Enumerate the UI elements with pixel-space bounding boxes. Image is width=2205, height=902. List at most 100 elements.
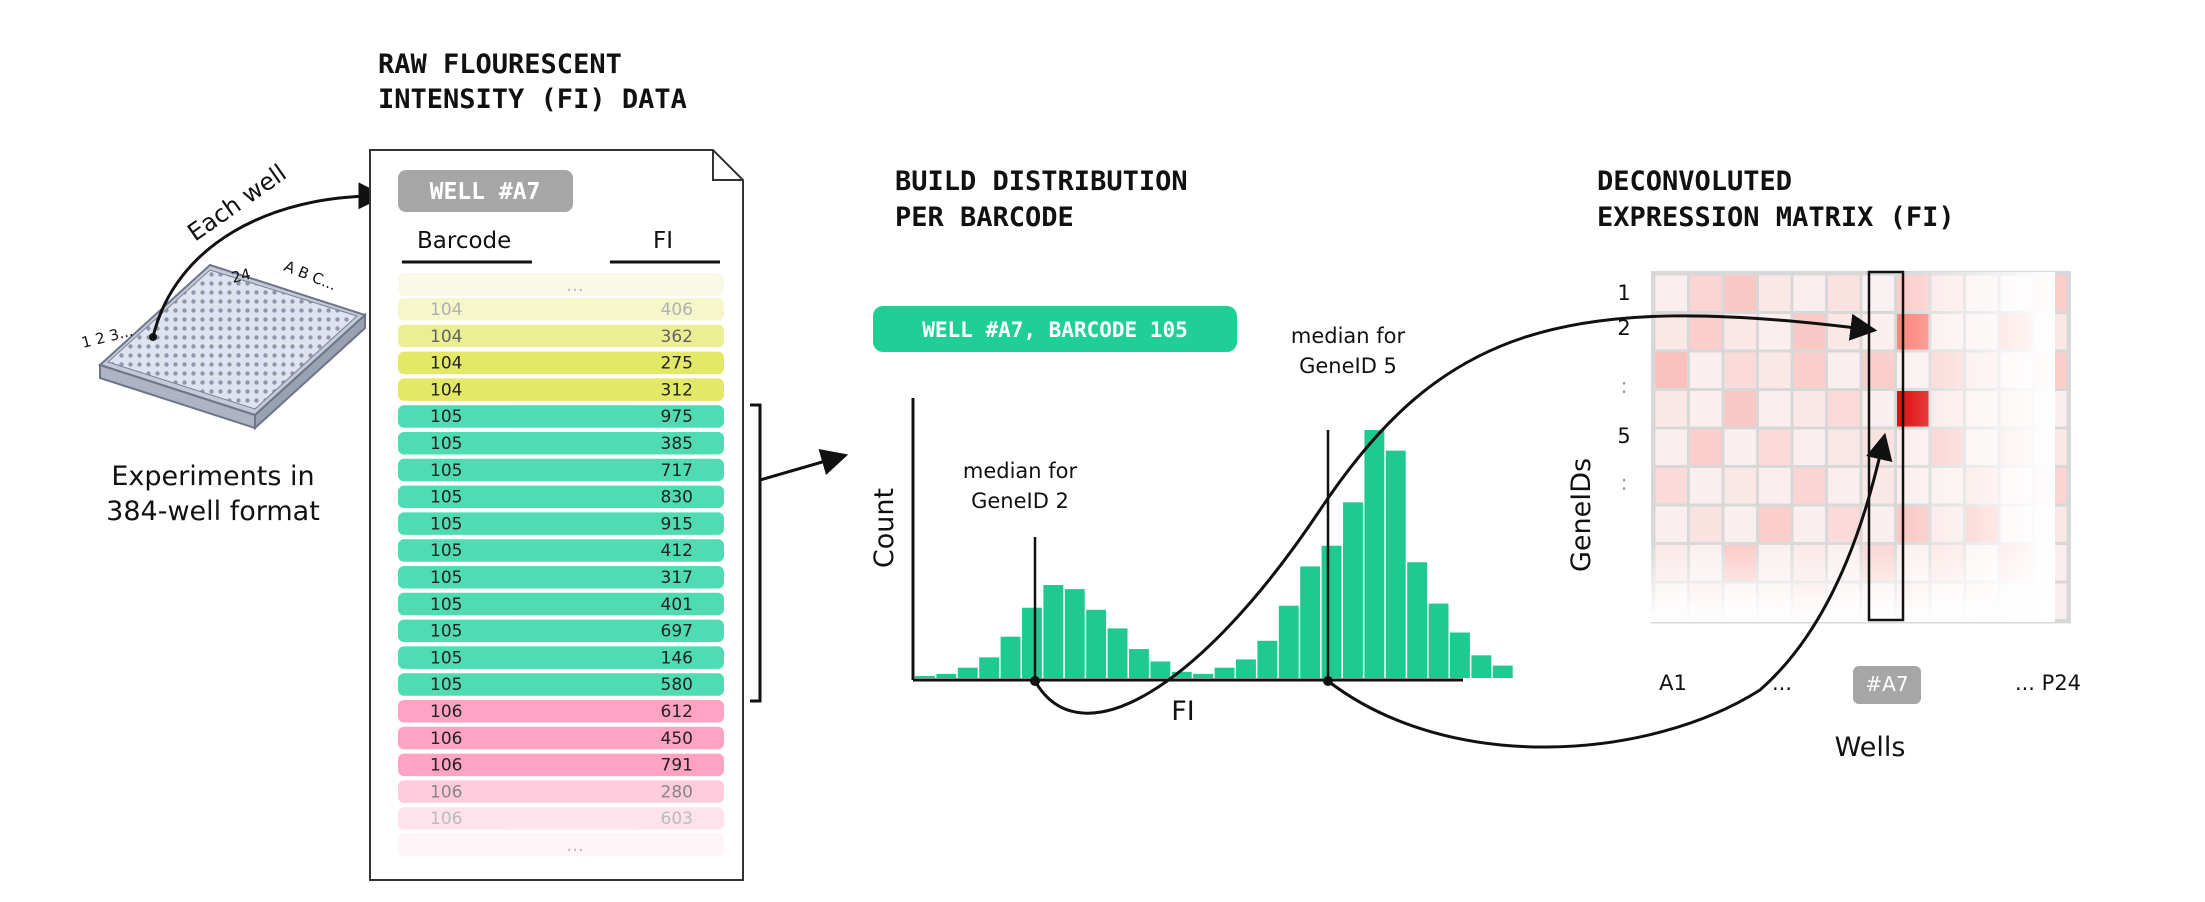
matrix-cell <box>1828 275 1860 311</box>
table-cell-fi: 362 <box>661 327 693 347</box>
table-cell-barcode: 105 <box>430 648 462 668</box>
matrix-cell <box>1828 352 1860 388</box>
title-raw-line2: INTENSITY (FI) DATA <box>378 84 687 115</box>
histogram-y-label: Count <box>869 488 900 568</box>
histogram-bar <box>1407 562 1428 678</box>
matrix-cell <box>1759 275 1791 311</box>
column-header-barcode: Barcode <box>417 228 511 254</box>
table-cell-fi: 975 <box>661 407 693 427</box>
matrix-cell <box>1724 352 1756 388</box>
matrix-cell <box>1862 352 1894 388</box>
table-ellipsis-bottom: ... <box>566 835 583 856</box>
table-row-placeholder-top <box>398 273 724 296</box>
table-cell-barcode: 105 <box>430 461 462 481</box>
title-matrix-line2: EXPRESSION MATRIX (FI) <box>1597 202 1955 233</box>
matrix-cell <box>1690 275 1722 311</box>
table-cell-fi: 717 <box>661 461 693 481</box>
table-cell-barcode: 105 <box>430 407 462 427</box>
table-cell-barcode: 105 <box>430 595 462 615</box>
table-cell-barcode: 105 <box>430 675 462 695</box>
arrow-median-gene2-to-matrix <box>1033 313 1878 715</box>
histogram-bar <box>936 673 957 678</box>
matrix-cell <box>1724 468 1756 504</box>
arrow-median-gene5-to-matrix <box>1327 432 1893 749</box>
matrix-cell <box>1655 275 1687 311</box>
matrix-cell <box>1862 506 1894 542</box>
histogram-bar <box>1000 636 1021 678</box>
matrix-cell <box>1793 352 1825 388</box>
table-cell-fi: 580 <box>661 675 693 695</box>
well-badge <box>398 170 573 212</box>
table-cell-fi: 412 <box>661 541 693 561</box>
matrix-cell <box>1793 391 1825 427</box>
histogram-bar <box>1300 566 1321 678</box>
table-row-background <box>398 566 724 589</box>
table-row: 105 975 <box>398 405 724 428</box>
table-cell-barcode: 104 <box>430 354 462 374</box>
table-row-background <box>398 351 724 375</box>
title-matrix-line1: DECONVOLUTED <box>1597 166 1792 197</box>
histogram-bar <box>1257 640 1278 678</box>
matrix-cell <box>1690 429 1722 465</box>
table-cell-fi: 830 <box>661 488 693 508</box>
matrix-x-label-a1: A1 <box>1659 671 1687 695</box>
table-cell-fi: 791 <box>661 756 693 776</box>
median-gene5-line2: GeneID 5 <box>1299 354 1397 378</box>
title-dist-line1: BUILD DISTRIBUTION <box>895 166 1188 197</box>
table-cell-barcode: 105 <box>430 514 462 534</box>
matrix-row-label-dots2: : <box>1620 471 1627 495</box>
matrix-cell <box>1724 391 1756 427</box>
table-cell-barcode: 105 <box>430 541 462 561</box>
matrix-row-label-2: 2 <box>1617 316 1630 340</box>
median-gene2-line1: median for <box>963 459 1078 483</box>
matrix-row-label-1: 1 <box>1617 281 1630 305</box>
matrix-cell <box>1862 314 1894 350</box>
histogram-bar <box>1107 628 1128 678</box>
table-cell-barcode: 106 <box>430 809 462 829</box>
well-plate <box>98 263 367 431</box>
matrix-cell <box>1862 275 1894 311</box>
histogram-bar <box>1450 632 1470 678</box>
histogram-bar <box>1064 589 1085 678</box>
histogram-bar <box>1471 655 1492 678</box>
histogram-bar <box>1343 502 1363 678</box>
histogram-bar <box>1193 673 1214 678</box>
table-row-background <box>398 673 724 696</box>
matrix-cell <box>1724 506 1756 542</box>
table-cell-fi: 385 <box>661 434 693 454</box>
label-plate-rows: A B C... <box>282 257 340 294</box>
matrix-cell <box>1655 429 1687 465</box>
column-header-fi: FI <box>653 228 673 254</box>
histogram-bar <box>1321 545 1342 678</box>
matrix-cell <box>1724 314 1756 350</box>
histogram-bar <box>979 657 1000 678</box>
matrix-cell <box>1759 468 1791 504</box>
table-row-background <box>398 432 724 455</box>
histogram-bar <box>1364 430 1385 678</box>
table-cell-fi: 146 <box>661 648 693 668</box>
matrix-x-label-a7: #A7 <box>1865 672 1908 696</box>
well-badge-label: WELL #A7 <box>430 179 541 205</box>
matrix-cell <box>1793 314 1825 350</box>
matrix-cell <box>1793 506 1825 542</box>
table-cell-barcode: 104 <box>430 327 462 347</box>
histogram-bar <box>1043 585 1064 678</box>
histogram-bars <box>915 430 1513 678</box>
table-row-background <box>398 405 724 428</box>
histogram-bar <box>1236 659 1256 678</box>
table-row: 104 362 <box>398 324 724 348</box>
histogram-bar <box>915 675 935 678</box>
table-cell-barcode: 105 <box>430 568 462 588</box>
matrix-cell <box>1690 468 1722 504</box>
